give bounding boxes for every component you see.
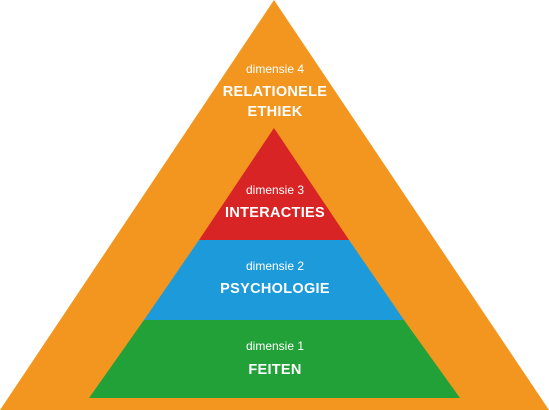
facts-title: FEITEN xyxy=(248,362,301,378)
relational-ethics-title-line1: RELATIONELE xyxy=(223,84,328,100)
layer-facts xyxy=(89,320,460,398)
dimension-4-label: dimensie 4 xyxy=(246,62,304,76)
layer-psychology xyxy=(144,240,404,320)
relational-ethics-title-line2: ETHIEK xyxy=(248,104,303,120)
layer-interactions xyxy=(199,128,349,240)
interactions-title: INTERACTIES xyxy=(225,205,325,221)
dimension-3-label: dimensie 3 xyxy=(246,183,304,197)
psychology-title: PSYCHOLOGIE xyxy=(220,281,330,297)
dimension-1-label: dimensie 1 xyxy=(246,339,304,353)
dimension-2-label: dimensie 2 xyxy=(246,259,304,273)
